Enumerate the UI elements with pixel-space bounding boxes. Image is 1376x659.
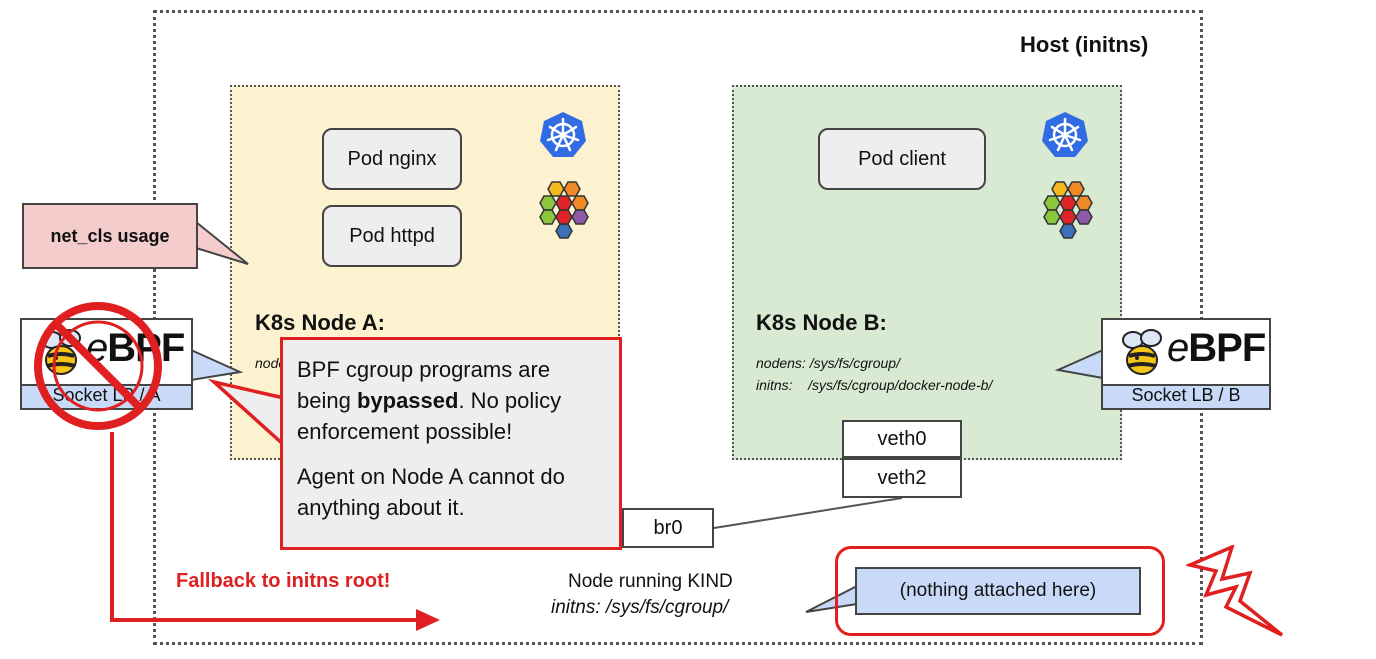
warning-text-1: BPF cgroup programs are being bypassed. … — [297, 357, 562, 444]
ebpf-bee-icon — [1122, 329, 1162, 375]
ebpf-b-label: Socket LB / B — [1131, 385, 1241, 405]
ebpf-logo: eBPF — [1103, 320, 1269, 386]
kind-initns-label: initns: /sys/fs/cgroup/ — [551, 597, 729, 618]
lightning-bolt-icon — [1186, 545, 1284, 637]
br0-bridge: br0 — [622, 508, 714, 548]
bypass-warning-callout: BPF cgroup programs are being bypassed. … — [280, 337, 622, 550]
kind-node-label: Node running KIND — [568, 571, 733, 592]
pod-nginx: Pod nginx — [322, 128, 462, 190]
nothing-highlight-frame — [835, 546, 1165, 636]
node-a-title: K8s Node A: — [255, 310, 385, 335]
warning-text-2: Agent on Node A cannot do anything about… — [297, 464, 565, 520]
prohibited-icon — [34, 302, 162, 430]
node-b-initns-label: initns: /sys/fs/cgroup/docker-node-b/ — [756, 377, 993, 393]
pod-client: Pod client — [818, 128, 986, 190]
kubernetes-logo-icon — [1042, 112, 1088, 157]
veth0-interface: veth0 — [842, 420, 962, 458]
fallback-label: Fallback to initns root! — [176, 570, 391, 592]
net-cls-callout: net_cls usage — [22, 203, 198, 269]
pod-httpd: Pod httpd — [322, 205, 462, 267]
kubernetes-logo-icon — [540, 112, 586, 157]
cilium-hexagon-logo-icon — [539, 181, 589, 239]
ebpf-socket-lb-b: eBPF Socket LB / B — [1101, 318, 1271, 410]
veth2-interface: veth2 — [842, 458, 962, 498]
nothing-attached-box: (nothing attached here) — [855, 567, 1141, 615]
host-title: Host (initns) — [1020, 32, 1149, 57]
cilium-hexagon-logo-icon — [1043, 181, 1093, 239]
node-b-nodens-label: nodens: /sys/fs/cgroup/ — [756, 355, 900, 371]
ebpf-wordmark: eBPF — [1167, 326, 1266, 370]
node-b-title: K8s Node B: — [756, 310, 887, 335]
